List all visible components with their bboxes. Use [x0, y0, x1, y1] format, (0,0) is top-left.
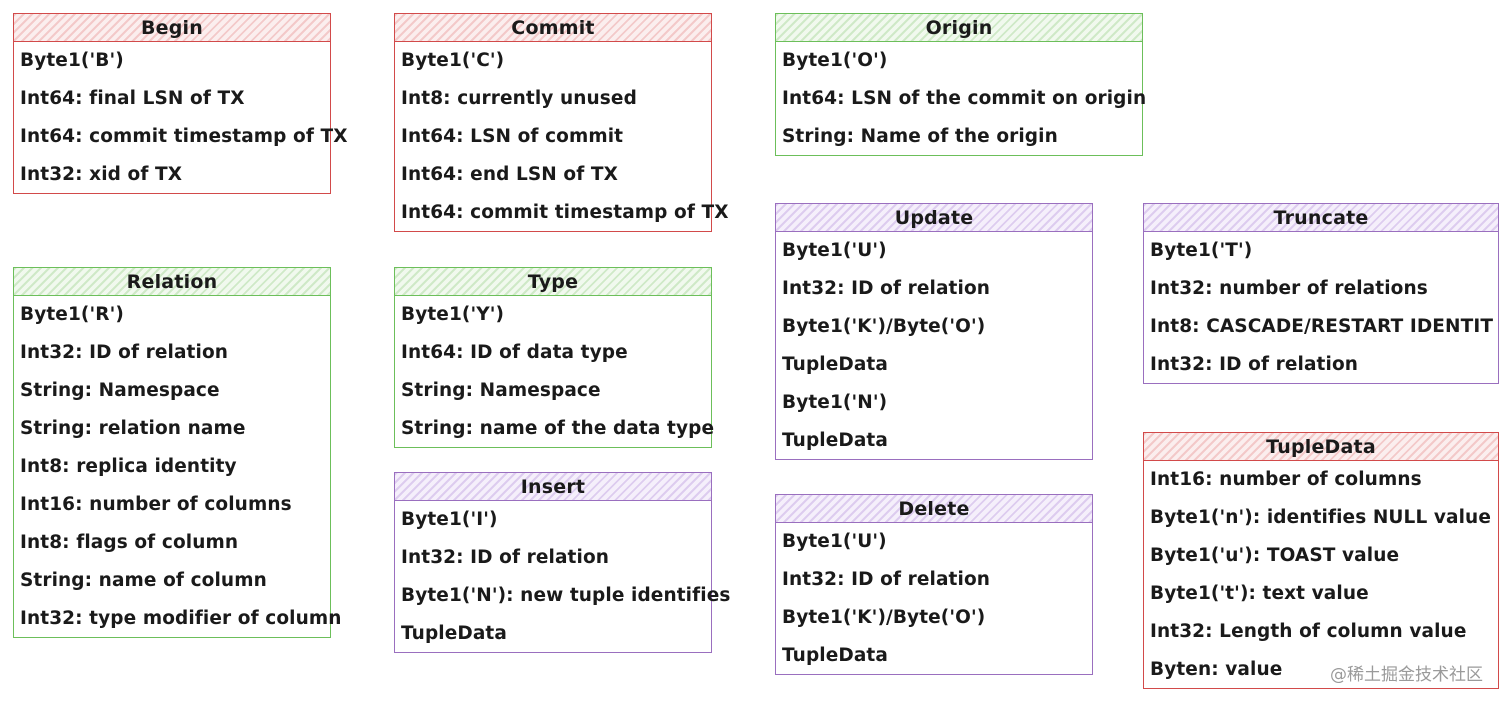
type-message-box: Type Byte1('Y') Int64: ID of data type S… — [394, 267, 715, 448]
type-field: Byte1('Y') — [401, 304, 505, 325]
relation-field: Int32: ID of relation — [20, 342, 229, 363]
tupledata-message-box: TupleData Int16: number of columns Byte1… — [1143, 432, 1499, 689]
commit-field: Int64: commit timestamp of TX — [401, 202, 729, 223]
origin-field: Int64: LSN of the commit on origin — [782, 88, 1147, 109]
begin-field: Int64: commit timestamp of TX — [20, 126, 348, 147]
truncate-box-title: Truncate — [1144, 204, 1498, 232]
tupledata-field: Byte1('t'): text value — [1150, 583, 1369, 604]
delete-box-title: Delete — [776, 495, 1092, 523]
type-box-title: Type — [395, 268, 711, 296]
relation-field: Byte1('R') — [20, 304, 124, 325]
delete-field: TupleData — [782, 645, 888, 666]
insert-field: Byte1('N'): new tuple identifies — [401, 585, 731, 606]
truncate-field: Int32: ID of relation — [1150, 354, 1359, 375]
begin-field: Byte1('B') — [20, 50, 124, 71]
tupledata-field: Byte1('u'): TOAST value — [1150, 545, 1400, 566]
update-field: TupleData — [782, 430, 888, 451]
relation-field: String: relation name — [20, 418, 246, 439]
update-field: Byte1('K')/Byte('O') — [782, 316, 986, 337]
origin-box-title: Origin — [776, 14, 1142, 42]
type-field: String: Namespace — [401, 380, 601, 401]
insert-message-box: Insert Byte1('I') Int32: ID of relation … — [394, 472, 731, 653]
insert-field: Byte1('I') — [401, 509, 498, 530]
relation-box-title: Relation — [14, 268, 330, 296]
origin-field: Byte1('O') — [782, 50, 888, 71]
delete-field: Int32: ID of relation — [782, 569, 991, 590]
relation-field: Int32: type modifier of column — [20, 608, 342, 629]
tupledata-field: Int16: number of columns — [1150, 469, 1422, 490]
insert-field: TupleData — [401, 623, 507, 644]
truncate-field: Int32: number of relations — [1150, 278, 1428, 299]
type-field: Int64: ID of data type — [401, 342, 628, 363]
begin-message-box: Begin Byte1('B') Int64: final LSN of TX … — [13, 13, 348, 194]
relation-field: Int8: replica identity — [20, 456, 237, 477]
update-field: Int32: ID of relation — [782, 278, 991, 299]
commit-field: Int64: end LSN of TX — [401, 164, 618, 185]
relation-field: Int8: flags of column — [20, 532, 239, 553]
update-field: Byte1('N') — [782, 392, 888, 413]
type-field: String: name of the data type — [401, 418, 715, 439]
delete-field: Byte1('U') — [782, 531, 887, 552]
tupledata-box-title: TupleData — [1144, 433, 1498, 461]
update-box-title: Update — [776, 204, 1092, 232]
commit-field: Int8: currently unused — [401, 88, 637, 109]
truncate-field: Int8: CASCADE/RESTART IDENTIT — [1150, 316, 1494, 337]
relation-field: Int16: number of columns — [20, 494, 292, 515]
commit-box-title: Commit — [395, 14, 711, 42]
relation-field: String: Namespace — [20, 380, 220, 401]
commit-field: Int64: LSN of commit — [401, 126, 624, 147]
commit-message-box: Commit Byte1('C') Int8: currently unused… — [394, 13, 729, 232]
truncate-field: Byte1('T') — [1150, 240, 1253, 261]
delete-field: Byte1('K')/Byte('O') — [782, 607, 986, 628]
begin-field: Int64: final LSN of TX — [20, 88, 245, 109]
insert-field: Int32: ID of relation — [401, 547, 610, 568]
begin-box-title: Begin — [14, 14, 330, 42]
origin-field: String: Name of the origin — [782, 126, 1058, 147]
insert-box-title: Insert — [395, 473, 711, 501]
tupledata-field: Byte1('n'): identifies NULL value — [1150, 507, 1491, 528]
relation-message-box: Relation Byte1('R') Int32: ID of relatio… — [13, 267, 342, 638]
watermark: @稀土掘金技术社区 — [1330, 665, 1483, 685]
update-message-box: Update Byte1('U') Int32: ID of relation … — [775, 203, 1093, 460]
origin-message-box: Origin Byte1('O') Int64: LSN of the comm… — [775, 13, 1147, 156]
delete-message-box: Delete Byte1('U') Int32: ID of relation … — [775, 494, 1093, 675]
tupledata-field: Int32: Length of column value — [1150, 621, 1467, 642]
update-field: TupleData — [782, 354, 888, 375]
begin-field: Int32: xid of TX — [20, 164, 183, 185]
truncate-message-box: Truncate Byte1('T') Int32: number of rel… — [1143, 203, 1499, 384]
update-field: Byte1('U') — [782, 240, 887, 261]
tupledata-field: Byten: value — [1150, 659, 1283, 680]
relation-field: String: name of column — [20, 570, 267, 591]
commit-field: Byte1('C') — [401, 50, 505, 71]
